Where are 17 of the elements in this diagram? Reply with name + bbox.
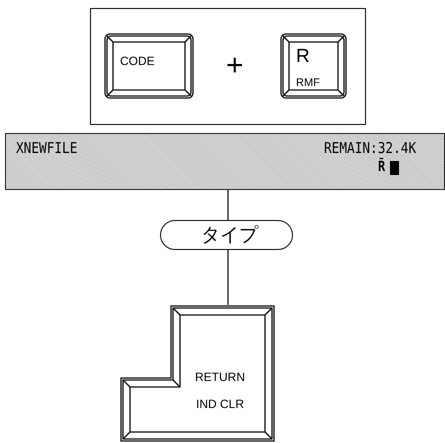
keyboard-key [280,33,347,99]
key-label: R [296,47,310,66]
screen-text: R̄ [378,160,386,174]
connector-line [227,250,229,305]
step-label: タイプ [201,226,258,245]
keyboard-key [104,33,194,99]
connector-line [227,190,229,220]
keyboard-key [120,305,275,442]
plus-sign: + [226,51,244,81]
key-label: RETURN [195,371,245,383]
screen-text: XNEWFILE [16,141,78,156]
screen-bar [5,133,445,190]
frame-box [90,8,366,125]
screen-text: REMAIN:32.4K [324,141,416,156]
key-label: IND CLR [196,398,244,410]
key-label: CODE [120,55,155,67]
key-label: RMF [296,78,320,89]
